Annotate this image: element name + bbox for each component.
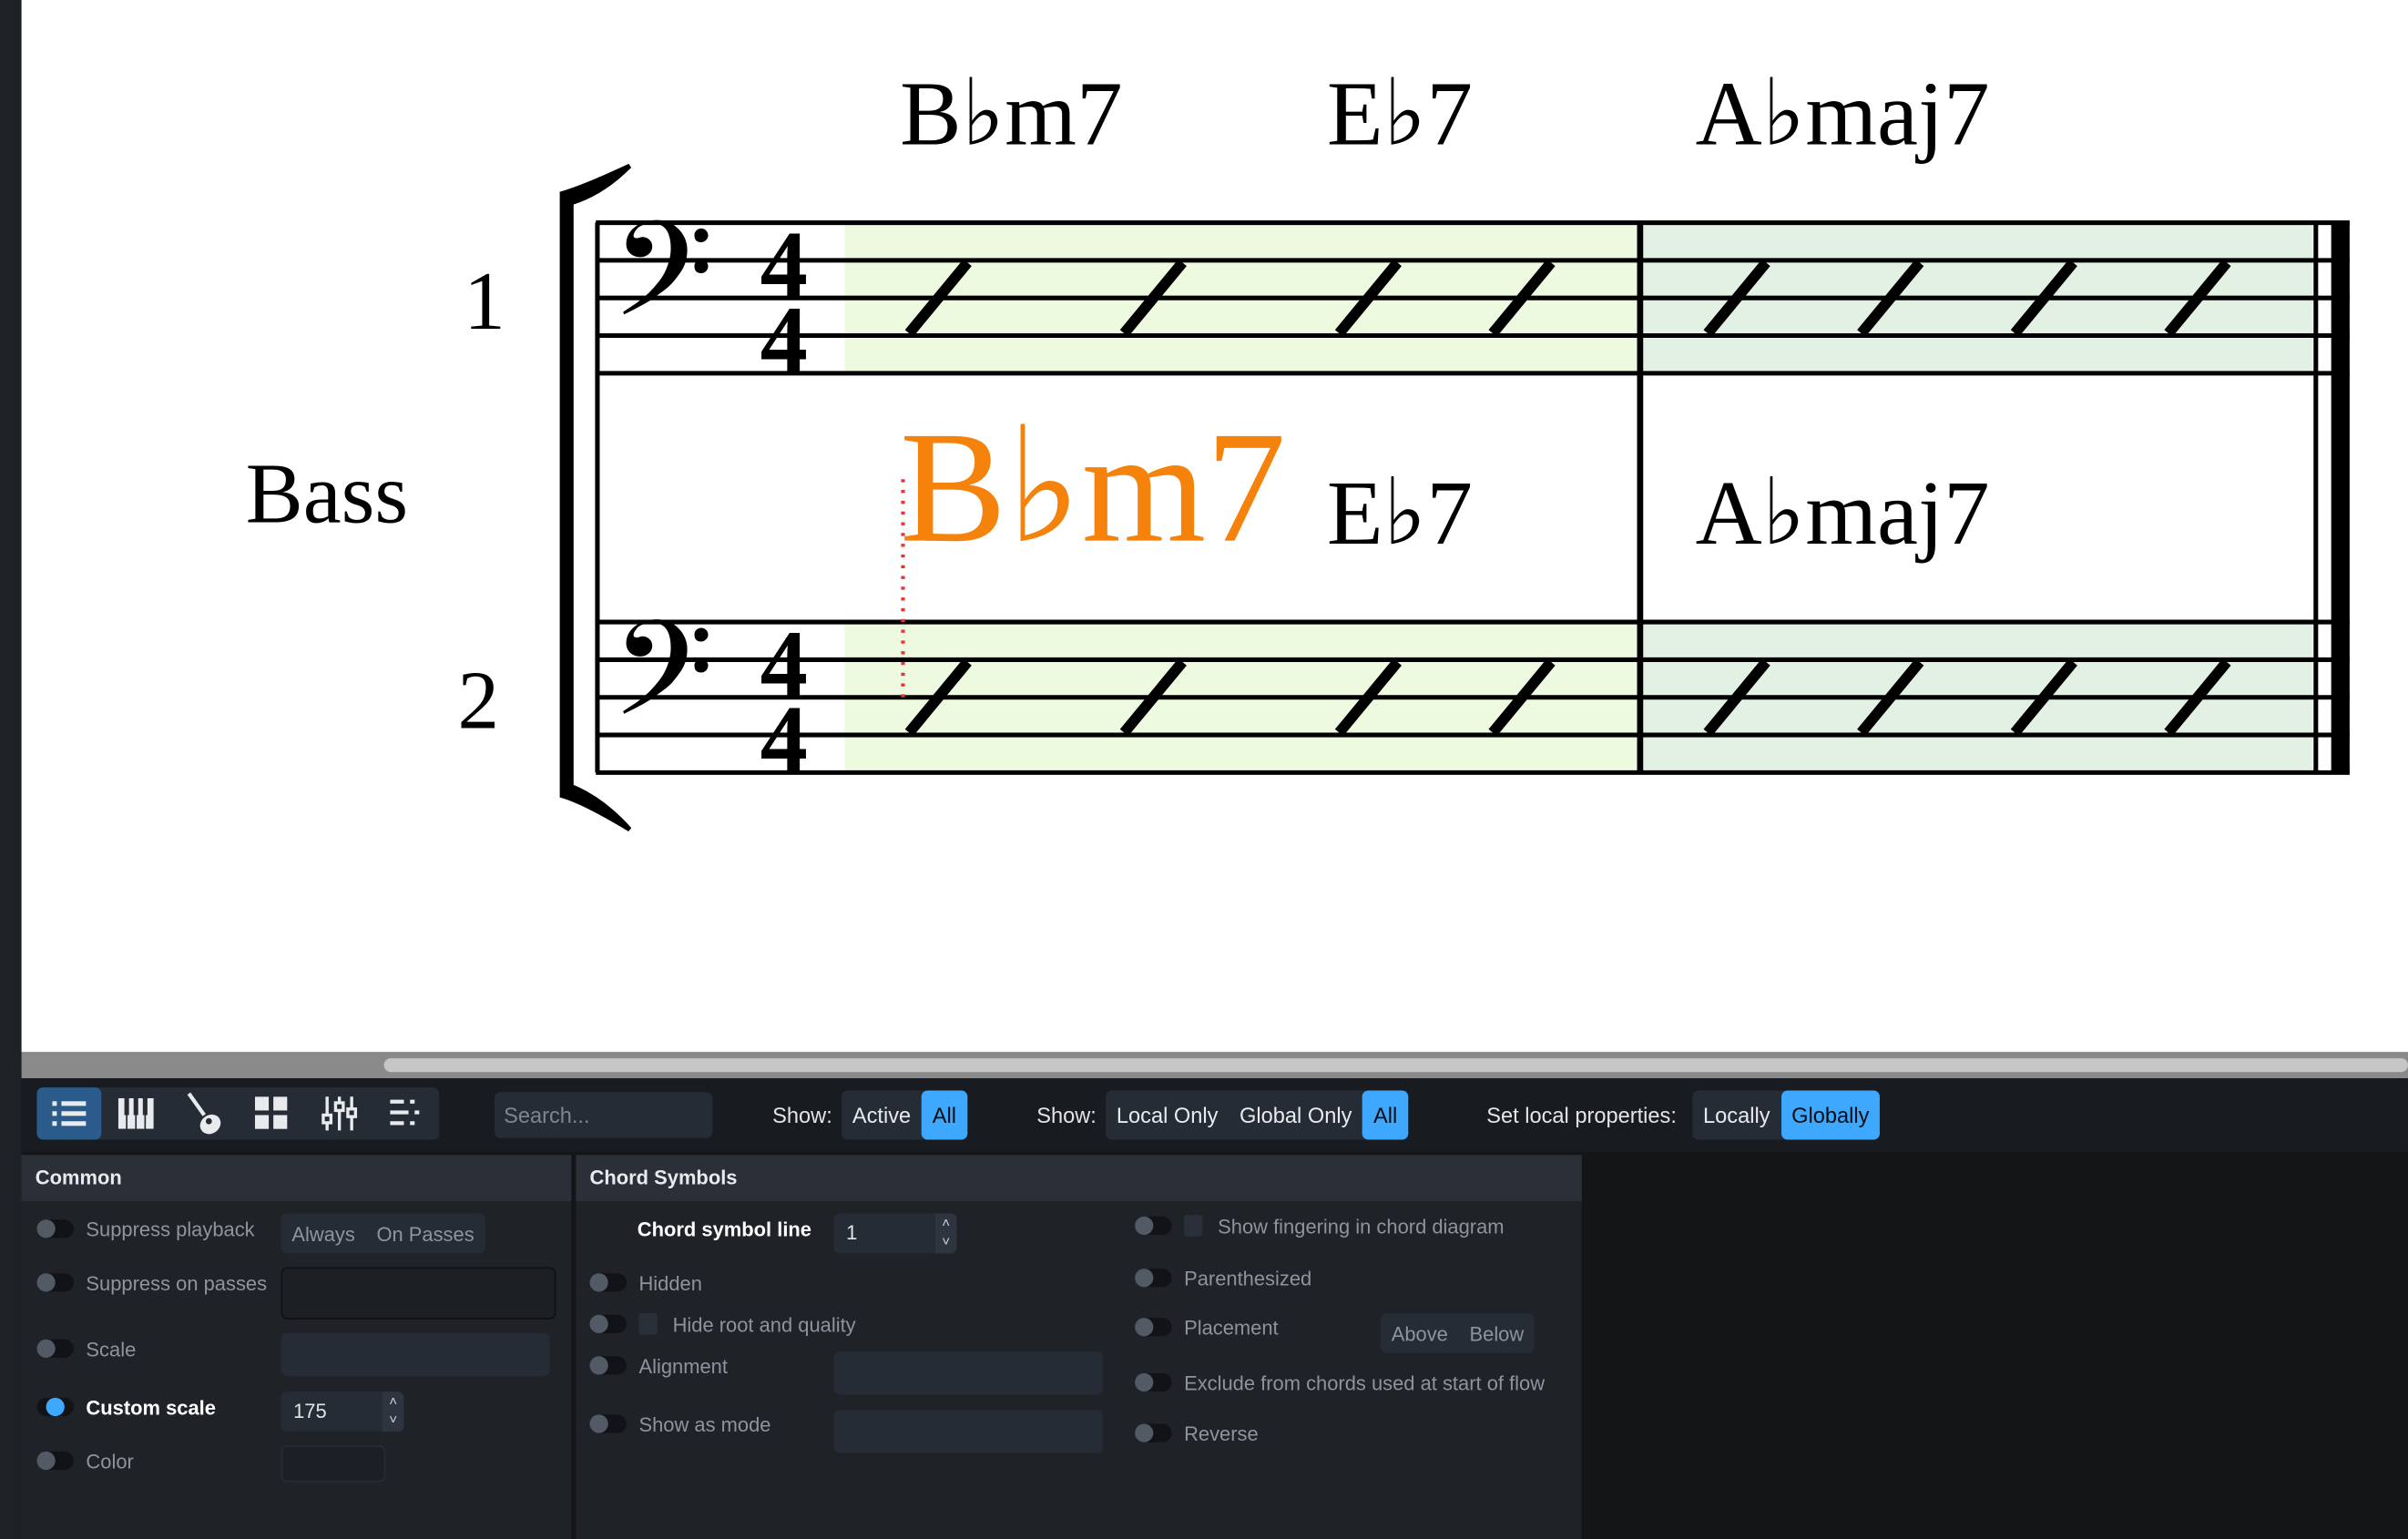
chord-symbols-panel: Chord Symbols Chord symbol line 1 ˄˅ Hid…: [576, 1155, 1582, 1539]
alignment-toggle[interactable]: [589, 1356, 627, 1375]
show-fingering-checkbox[interactable]: [1184, 1215, 1203, 1237]
chord-symbol[interactable]: A♭maj7: [1696, 63, 1990, 165]
suppress-playback-label: Suppress playback: [86, 1217, 255, 1240]
scale-label: Scale: [86, 1337, 137, 1361]
bass-clef-icon: 𝄢: [611, 199, 714, 375]
mixer-icon[interactable]: [307, 1087, 372, 1139]
set-local-properties-toggle: Locally Globally: [1692, 1090, 1881, 1140]
common-panel: Common Suppress playback Always On Passe…: [21, 1155, 572, 1539]
chord-symbol-line-label: Chord symbol line: [637, 1217, 812, 1240]
always-option[interactable]: Always: [291, 1221, 355, 1246]
locally-option[interactable]: Locally: [1703, 1103, 1770, 1127]
chord-symbol[interactable]: B♭m7: [900, 63, 1122, 165]
panel-icon-bar: [36, 1087, 440, 1140]
color-toggle[interactable]: [36, 1451, 74, 1471]
below-option[interactable]: Below: [1469, 1321, 1525, 1345]
show-all-option[interactable]: All: [1362, 1090, 1409, 1140]
show-active-all-toggle: Active All: [842, 1090, 967, 1140]
parenthesized-toggle[interactable]: [1135, 1269, 1172, 1288]
above-option[interactable]: Above: [1391, 1321, 1448, 1345]
piano-icon[interactable]: [105, 1087, 169, 1139]
show-label: Show:: [772, 1103, 832, 1127]
hidden-toggle[interactable]: [589, 1273, 627, 1292]
staff-number-1: 1: [464, 255, 505, 347]
time-sig-numerator: 4: [760, 611, 808, 717]
show-as-mode-toggle[interactable]: [589, 1414, 627, 1433]
alignment-label: Alignment: [638, 1353, 728, 1378]
color-label: Color: [86, 1449, 134, 1473]
suppress-on-passes-toggle[interactable]: [36, 1273, 74, 1292]
grid-icon[interactable]: [240, 1087, 304, 1139]
stepper-arrows-icon[interactable]: ˄˅: [382, 1391, 404, 1432]
horizontal-scrollbar-thumb[interactable]: [383, 1058, 2408, 1073]
on-passes-option[interactable]: On Passes: [376, 1221, 474, 1246]
placement-options: Above Below: [1380, 1313, 1536, 1353]
custom-scale-stepper[interactable]: 175 ˄˅: [281, 1391, 404, 1432]
time-sig-numerator: 4: [760, 212, 808, 318]
show-scope-toggle: Local Only Global Only All: [1106, 1090, 1409, 1140]
hide-root-checkbox[interactable]: [638, 1313, 658, 1335]
show-global-only-option[interactable]: Global Only: [1240, 1103, 1352, 1127]
chord-symbols-panel-title: Chord Symbols: [576, 1155, 1582, 1201]
exclude-toggle[interactable]: [1135, 1372, 1172, 1392]
parenthesized-label: Parenthesized: [1184, 1266, 1312, 1289]
bracket: [559, 163, 632, 831]
show-as-mode-field[interactable]: [833, 1410, 1103, 1453]
custom-scale-label: Custom scale: [86, 1395, 216, 1419]
outline-icon[interactable]: [374, 1087, 439, 1139]
stepper-arrows-icon[interactable]: ˄˅: [934, 1213, 957, 1254]
hidden-label: Hidden: [638, 1270, 702, 1294]
guitar-icon[interactable]: [172, 1087, 237, 1139]
selected-chord-symbol[interactable]: B♭m7: [900, 399, 1286, 576]
chord-symbol[interactable]: E♭7: [1327, 63, 1473, 165]
custom-scale-toggle[interactable]: [36, 1397, 74, 1417]
show-local-only-option[interactable]: Local Only: [1116, 1103, 1219, 1127]
suppress-on-passes-label: Suppress on passes: [86, 1270, 268, 1294]
chord-symbol[interactable]: A♭maj7: [1696, 462, 1990, 564]
set-local-properties-label: Set local properties:: [1486, 1103, 1677, 1127]
show-all-option[interactable]: All: [921, 1090, 967, 1140]
show-active-option[interactable]: Active: [852, 1103, 912, 1127]
suppress-playback-toggle[interactable]: [36, 1219, 74, 1238]
alignment-field[interactable]: [833, 1351, 1103, 1395]
chord-symbol[interactable]: E♭7: [1327, 462, 1473, 564]
hide-root-label: Hide root and quality: [672, 1312, 856, 1336]
staff-number-2: 2: [457, 654, 499, 746]
suppress-on-passes-field[interactable]: [281, 1267, 556, 1320]
reverse-toggle[interactable]: [1135, 1423, 1172, 1442]
barlines: [595, 222, 2350, 773]
show-fingering-toggle[interactable]: [1135, 1216, 1172, 1236]
staff-1: [596, 220, 2350, 376]
instrument-name: Bass: [246, 446, 408, 541]
reverse-label: Reverse: [1184, 1421, 1259, 1445]
placement-toggle[interactable]: [1135, 1318, 1172, 1337]
show-as-mode-label: Show as mode: [638, 1412, 771, 1436]
time-sig-denominator: 4: [760, 687, 808, 792]
custom-scale-value: 175: [293, 1399, 327, 1422]
globally-option[interactable]: Globally: [1780, 1090, 1881, 1140]
placement-label: Placement: [1184, 1315, 1279, 1339]
chord-symbol-line-stepper[interactable]: 1 ˄˅: [833, 1213, 957, 1254]
chord-symbol-line-value: 1: [846, 1220, 858, 1245]
search-input[interactable]: [494, 1092, 713, 1138]
color-swatch[interactable]: [281, 1445, 386, 1483]
properties-list-icon[interactable]: [36, 1087, 102, 1140]
show-fingering-label: Show fingering in chord diagram: [1218, 1214, 1505, 1238]
slashes: [904, 259, 2231, 737]
hide-root-toggle[interactable]: [589, 1314, 627, 1333]
exclude-label: Exclude from chords used at start of flo…: [1184, 1371, 1546, 1394]
left-edge: [0, 0, 22, 1539]
score-view[interactable]: 𝄢 𝄢 4 4 4 4 Bass 1 2 B♭m7 E♭7 A♭maj7 B♭m…: [21, 0, 2408, 1053]
bass-clef-icon: 𝄢: [611, 598, 714, 775]
scale-field[interactable]: [281, 1332, 550, 1377]
score-svg[interactable]: 𝄢 𝄢 4 4 4 4 Bass 1 2 B♭m7 E♭7 A♭maj7 B♭m…: [22, 0, 2408, 1052]
time-sig-denominator: 4: [760, 287, 808, 392]
staff-2: [596, 619, 2350, 775]
common-panel-title: Common: [21, 1155, 572, 1201]
suppress-playback-options: Always On Passes: [281, 1213, 485, 1254]
show-label: Show:: [1036, 1103, 1097, 1127]
scale-toggle[interactable]: [36, 1339, 74, 1358]
